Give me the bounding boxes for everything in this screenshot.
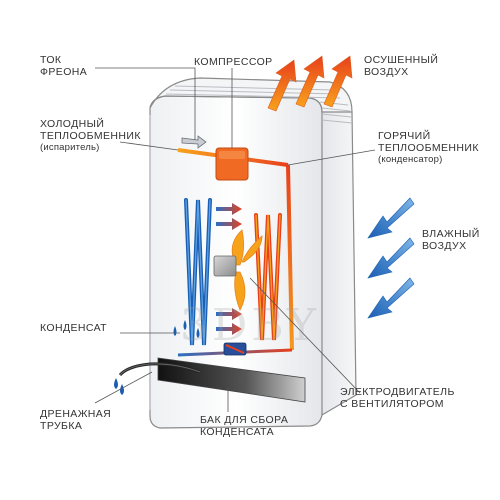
label-motor-fan-line2: С ВЕНТИЛЯТОРОМ [340,398,444,410]
label-humid-air: ВЛАЖНЫЙ ВОЗДУХ [422,228,480,252]
label-compressor: КОМПРЕССОР [194,56,273,68]
label-freon-flow-line1: ТОК [40,54,62,66]
label-cold-exchanger-line2: ТЕПЛООБМЕННИК [40,130,141,142]
label-freon-flow: ТОК ФРЕОНА [40,54,87,78]
compressor-block [215,147,249,181]
label-dry-air-line1: ОСУШЕННЫЙ [364,54,439,66]
leader-lines [94,67,376,412]
freon-arrow-icon [181,135,207,149]
label-cold-exchanger: ХОЛОДНЫЙ ТЕПЛООБМЕННИК (испаритель) [40,118,141,154]
label-condensate-tank-line1: БАК ДЛЯ СБОРА [200,414,289,426]
label-hot-exchanger-line2: ТЕПЛООБМЕННИК [378,142,479,154]
label-hot-exchanger-line3: (конденсатор) [378,154,443,165]
label-humid-air-line2: ВОЗДУХ [422,240,467,252]
label-hot-exchanger-line1: ГОРЯЧИЙ [378,130,431,142]
label-motor-fan-line1: ЭЛЕКТРОДВИГАТЕЛЬ [340,386,455,398]
drain-tube [118,362,201,377]
label-motor-fan: ЭЛЕКТРОДВИГАТЕЛЬ С ВЕНТИЛЯТОРОМ [340,386,455,410]
label-dry-air: ОСУШЕННЫЙ ВОЗДУХ [364,54,438,78]
motor-block [213,255,237,277]
dry-air-arrows-icon [267,55,353,112]
label-drain-tube-line1: ДРЕНАЖНАЯ [40,408,112,420]
label-condensate-tank: БАК ДЛЯ СБОРА КОНДЕНСАТА [200,414,288,438]
label-condensate: КОНДЕНСАТ [40,322,107,334]
watermark-text: 3DBY [180,300,320,351]
evaporator-coil [184,198,212,346]
label-drain-tube-line2: ТРУБКА [40,420,83,432]
label-cold-exchanger-line3: (испаритель) [40,142,100,153]
label-drain-tube: ДРЕНАЖНАЯ ТРУБКА [40,408,111,432]
label-cold-exchanger-line1: ХОЛОДНЫЙ [40,118,105,130]
drain-drops-icon [114,378,124,395]
label-dry-air-line2: ВОЗДУХ [364,66,409,78]
label-condensate-tank-line2: КОНДЕНСАТА [200,426,275,438]
label-humid-air-line1: ВЛАЖНЫЙ [422,228,480,240]
humid-air-arrows-icon [367,197,415,319]
label-freon-flow-line2: ФРЕОНА [40,66,88,78]
label-hot-exchanger: ГОРЯЧИЙ ТЕПЛООБМЕННИК (конденсатор) [378,130,479,166]
condenser-coil [254,213,282,341]
inner-airflow-arrows [216,203,247,356]
condensate-drops-icon [173,320,200,338]
